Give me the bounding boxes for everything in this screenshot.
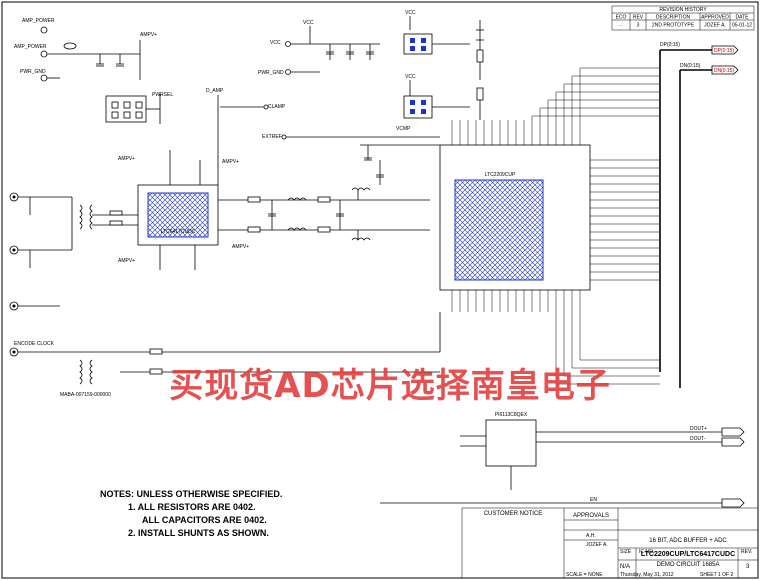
filter-network [218,187,430,241]
watermark-overlay: 买现货AD芯片选择南皇电子 [169,366,611,406]
net-label-pwr-gnd: PWR_GND [20,69,46,75]
net-label-vcc-2: VCC [303,20,314,26]
net-label-ampv-low-right: AMPV+ [232,244,249,250]
net-label-vcmp: VCMP [396,126,411,132]
vcc-decoupling: VCC VCC PWR_GND [258,20,380,76]
notes-item-1b: ALL CAPACITORS ARE 0402. [142,515,267,525]
amp-part-label: LTC6417CUDC [161,229,196,235]
transformer-part-label: MABA-007159-000000 [60,392,111,398]
bus-port-dp-label: DP(0:15) [714,48,734,54]
net-label-ampv-mid: AMPV+ [118,156,135,162]
data-buses: DP(0:15) DN(0:15) DP(0:15) DN(0:15) [659,42,739,388]
amplifier-block: LTC6417CUDC D_AMP CLAMP AMPV+ AMPV+ AMPV… [118,88,286,270]
bus-port-dn-label: DN(0:15) [714,68,735,74]
net-label-en: EN [590,497,597,503]
bus-port-dn [711,65,739,75]
adc-part-label: LTC2209CUP [485,172,516,178]
bus-label-dn: DN(0:15) [680,63,701,69]
rev-cell-rev: 3 [637,23,640,29]
power-controller: PI6113C8QEX DOUT+ DOUT- EN [380,412,745,508]
title-block: CUSTOMER NOTICE APPROVALS A.H. JOZEF A. … [461,507,759,579]
pmic-part-label: PI6113C8QEX [495,412,528,418]
power-input-section: AMP_POWER AMP_POWER PWR_GND AMPV+ [14,18,157,82]
title-date: Thursday, May 31, 2012 [620,572,674,578]
rev-cell-date: 05-01-12 [732,23,752,29]
customer-notice-title: CUSTOMER NOTICE [484,511,543,517]
net-label-amp-power: AMP_POWER [22,18,55,24]
rev-header-rev: REV [633,15,644,21]
net-label-ampv-low: AMPV+ [118,258,135,264]
notes-item-1a: 1. ALL RESISTORS ARE 0402. [128,502,256,512]
notes-block: NOTES: UNLESS OTHERWISE SPECIFIED. 1. AL… [100,488,320,540]
approvals-app-eng: JOZEF A. [586,542,608,548]
title-line-2: LTC2209CUP/LTC6417CUDC [641,551,735,558]
approvals-pcb-des: A.H. [586,533,596,539]
bus-port-dp [711,45,739,55]
rev-cell-description: 2ND PROTOTYPE [652,23,695,29]
net-label-extref: EXTREF [262,134,282,140]
amp-chip-pad [147,192,209,238]
net-label-clamp: CLAMP [268,104,286,110]
mode-jumpers: VCC VCC [403,10,484,120]
title-scale: SCALE = NONE [566,572,603,578]
net-label-vcc-3: VCC [405,10,416,16]
net-label-pwrsel: PWRSEL [152,92,173,98]
net-label-encode-clock: ENCODE CLOCK [14,341,55,347]
rev-header-date: DATE [736,15,750,21]
net-label-dout-minus: DOUT- [690,436,706,442]
net-label-d-amp: D_AMP [206,88,224,94]
net-label-pwr-gnd-2: PWR_GND [258,70,284,76]
revision-history-table: REVISION HISTORY ECO REV DESCRIPTION APP… [611,5,755,31]
title-line-1: 16 BIT, ADC BUFFER + ADC [649,538,727,544]
rev-header-description: DESCRIPTION [656,15,691,21]
net-label-ampv-right: AMPV+ [222,159,239,165]
rev-cell-eco: - [620,23,622,29]
title-size-label: SIZE [620,549,632,555]
net-label-vcc-4: VCC [405,74,416,80]
title-rev-label: REV. [741,549,752,555]
title-line-3: DEMO CIRCUIT 1685A [657,562,720,568]
net-label-amp-power-2: AMP_POWER [14,44,47,50]
rev-header-approved: APPROVED [701,15,729,21]
bus-label-dp: DP(0:15) [660,42,680,48]
net-label-ampv-top: AMPV+ [140,32,157,38]
net-label-dout-plus: DOUT+ [690,426,707,432]
rev-header-eco: ECO [616,15,627,21]
title-ic-label: IC NO. [639,549,654,555]
analog-input-section [9,192,138,311]
title-size-value: N/A [620,564,630,570]
adc-block: LTC2209CUP [439,67,660,385]
reference-section: EXTREF VCMP [262,126,440,185]
net-label-vcc-1: VCC [270,40,281,46]
pwrsel-header: PWRSEL [105,92,173,124]
notes-item-2: 2. INSTALL SHUNTS AS SHOWN. [128,528,269,538]
adc-chip-pad [454,179,544,281]
approvals-title: APPROVALS [573,513,609,519]
title-rev-value: 3 [746,564,750,570]
rev-cell-approved: JOZEF A. [704,23,726,29]
pmic-body [485,419,537,467]
revision-title: REVISION HISTORY [659,7,707,13]
notes-title: NOTES: UNLESS OTHERWISE SPECIFIED. [100,489,283,499]
encode-clock-section: ENCODE CLOCK MABA-007159-000000 [9,312,441,398]
title-sheet: SHEET 1 OF 2 [700,572,733,578]
